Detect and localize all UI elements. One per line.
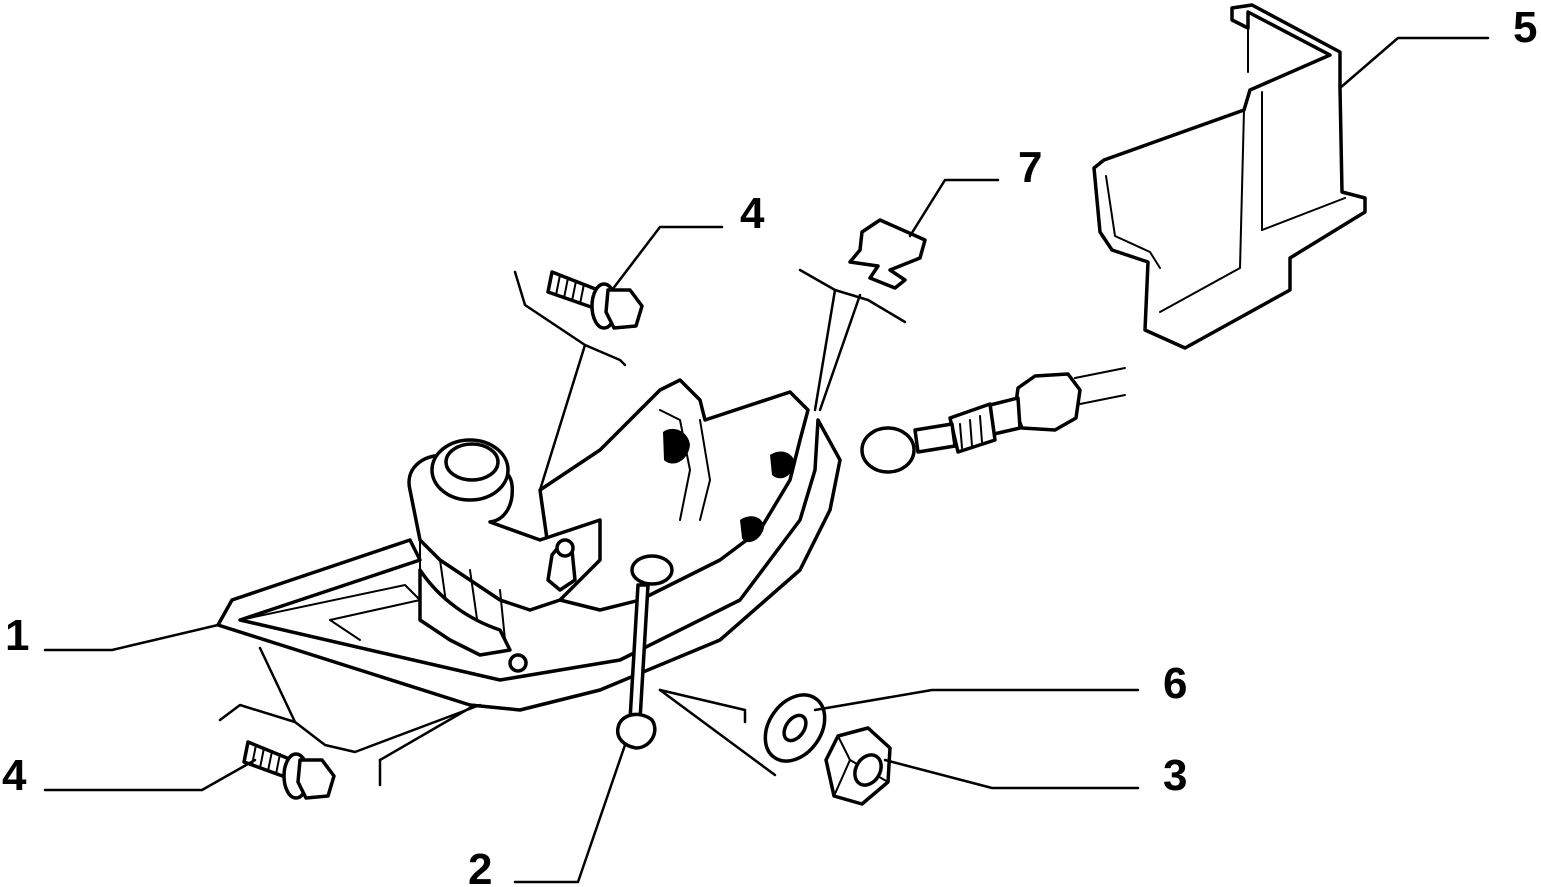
- bolt-lower: [242, 740, 336, 800]
- hex-nut: [824, 726, 892, 806]
- leader-5: [1338, 36, 1490, 90]
- washer: [763, 693, 827, 763]
- callout-4-upper-label: 4: [740, 189, 765, 238]
- leader-1: [43, 623, 220, 652]
- callout-4-lower-label: 4: [2, 751, 27, 800]
- gearshift-housing: [216, 378, 842, 712]
- callout-1-label: 1: [5, 611, 29, 660]
- leader-2: [513, 743, 627, 884]
- callout-6-label: 6: [1163, 659, 1187, 708]
- assembly-guide-lines: [218, 268, 907, 787]
- gear-cable: [860, 367, 1126, 474]
- leader-4-lower: [43, 758, 257, 792]
- leader-6: [813, 688, 1140, 712]
- leader-7: [908, 178, 1000, 238]
- linkage-rod: [615, 554, 674, 750]
- leader-lines: [43, 36, 1490, 884]
- cover-shield: [1092, 3, 1367, 350]
- callout-5-label: 5: [1513, 3, 1537, 52]
- retaining-clip: [848, 218, 927, 290]
- leader-3: [883, 758, 1140, 790]
- callout-3-label: 3: [1163, 751, 1187, 800]
- callout-7-label: 7: [1018, 143, 1042, 192]
- bolt-upper: [546, 270, 644, 330]
- callout-2-label: 2: [468, 845, 492, 887]
- leader-4-upper: [610, 225, 724, 292]
